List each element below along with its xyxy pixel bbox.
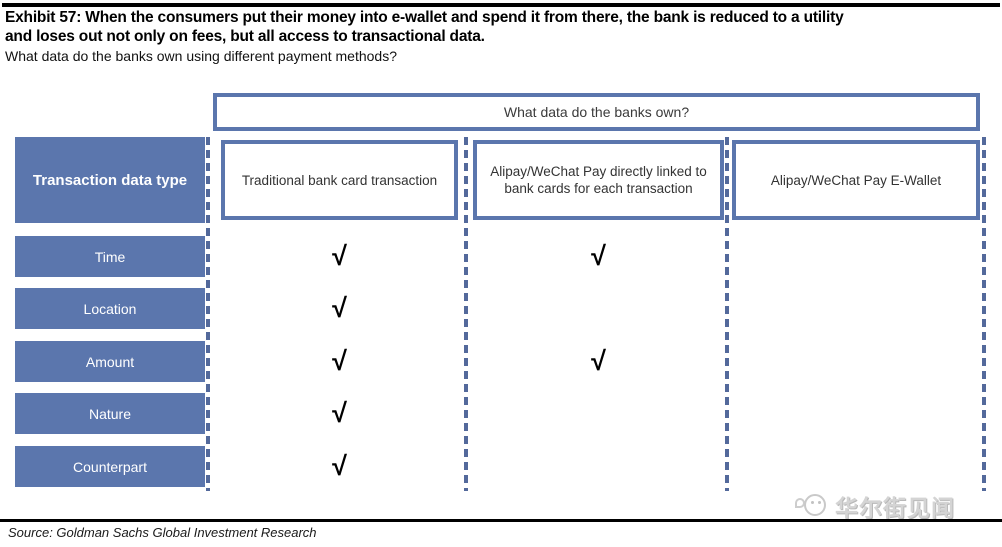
bottom-divider <box>0 519 1002 522</box>
exhibit-title: Exhibit 57: When the consumers put their… <box>5 8 990 46</box>
column-header-alipay-wechat-ewallet: Alipay/WeChat Pay E-Wallet <box>732 140 980 220</box>
cell-amount-ewallet <box>732 341 980 382</box>
row-label-location: Location <box>15 288 205 329</box>
exhibit-title-line2: and loses out not only on fees, but all … <box>5 28 485 45</box>
column-header-traditional-bank-card: Traditional bank card transaction <box>221 140 458 220</box>
row-label-amount: Amount <box>15 341 205 382</box>
cell-counterpart-linked <box>473 446 724 487</box>
cell-time-ewallet <box>732 236 980 277</box>
cell-time-linked: √ <box>591 241 606 271</box>
table-spanning-header: What data do the banks own? <box>213 93 980 131</box>
cell-amount-linked: √ <box>591 346 606 376</box>
source-note: Source: Goldman Sachs Global Investment … <box>8 525 317 540</box>
exhibit-subtitle: What data do the banks own using differe… <box>5 48 397 64</box>
wallstreetcn-watermark: 华尔街见闻 <box>795 490 990 522</box>
spanning-header-label: What data do the banks own? <box>503 104 690 120</box>
dashed-separator-2 <box>464 137 468 491</box>
cell-time-traditional: √ <box>332 241 347 271</box>
cell-location-ewallet <box>732 288 980 329</box>
row-label-time: Time <box>15 236 205 277</box>
wallstreetcn-logo-icon <box>795 492 829 520</box>
cell-counterpart-ewallet <box>732 446 980 487</box>
column-header-alipay-wechat-linked: Alipay/WeChat Pay directly linked to ban… <box>473 140 724 220</box>
row-header-title: Transaction data type <box>15 137 205 223</box>
top-divider <box>2 3 1000 7</box>
row-label-counterpart: Counterpart <box>15 446 205 487</box>
wallstreetcn-watermark-text: 华尔街见闻 <box>835 495 955 521</box>
dashed-separator-3 <box>725 137 729 491</box>
cell-amount-traditional: √ <box>332 346 347 376</box>
cell-counterpart-traditional: √ <box>332 451 347 481</box>
dashed-separator-4 <box>982 137 986 491</box>
cell-location-traditional: √ <box>332 293 347 323</box>
dashed-separator-1 <box>206 137 210 491</box>
cell-nature-ewallet <box>732 393 980 434</box>
exhibit-title-line1: Exhibit 57: When the consumers put their… <box>5 9 844 26</box>
row-label-nature: Nature <box>15 393 205 434</box>
cell-location-linked <box>473 288 724 329</box>
cell-nature-traditional: √ <box>332 398 347 428</box>
cell-nature-linked <box>473 393 724 434</box>
